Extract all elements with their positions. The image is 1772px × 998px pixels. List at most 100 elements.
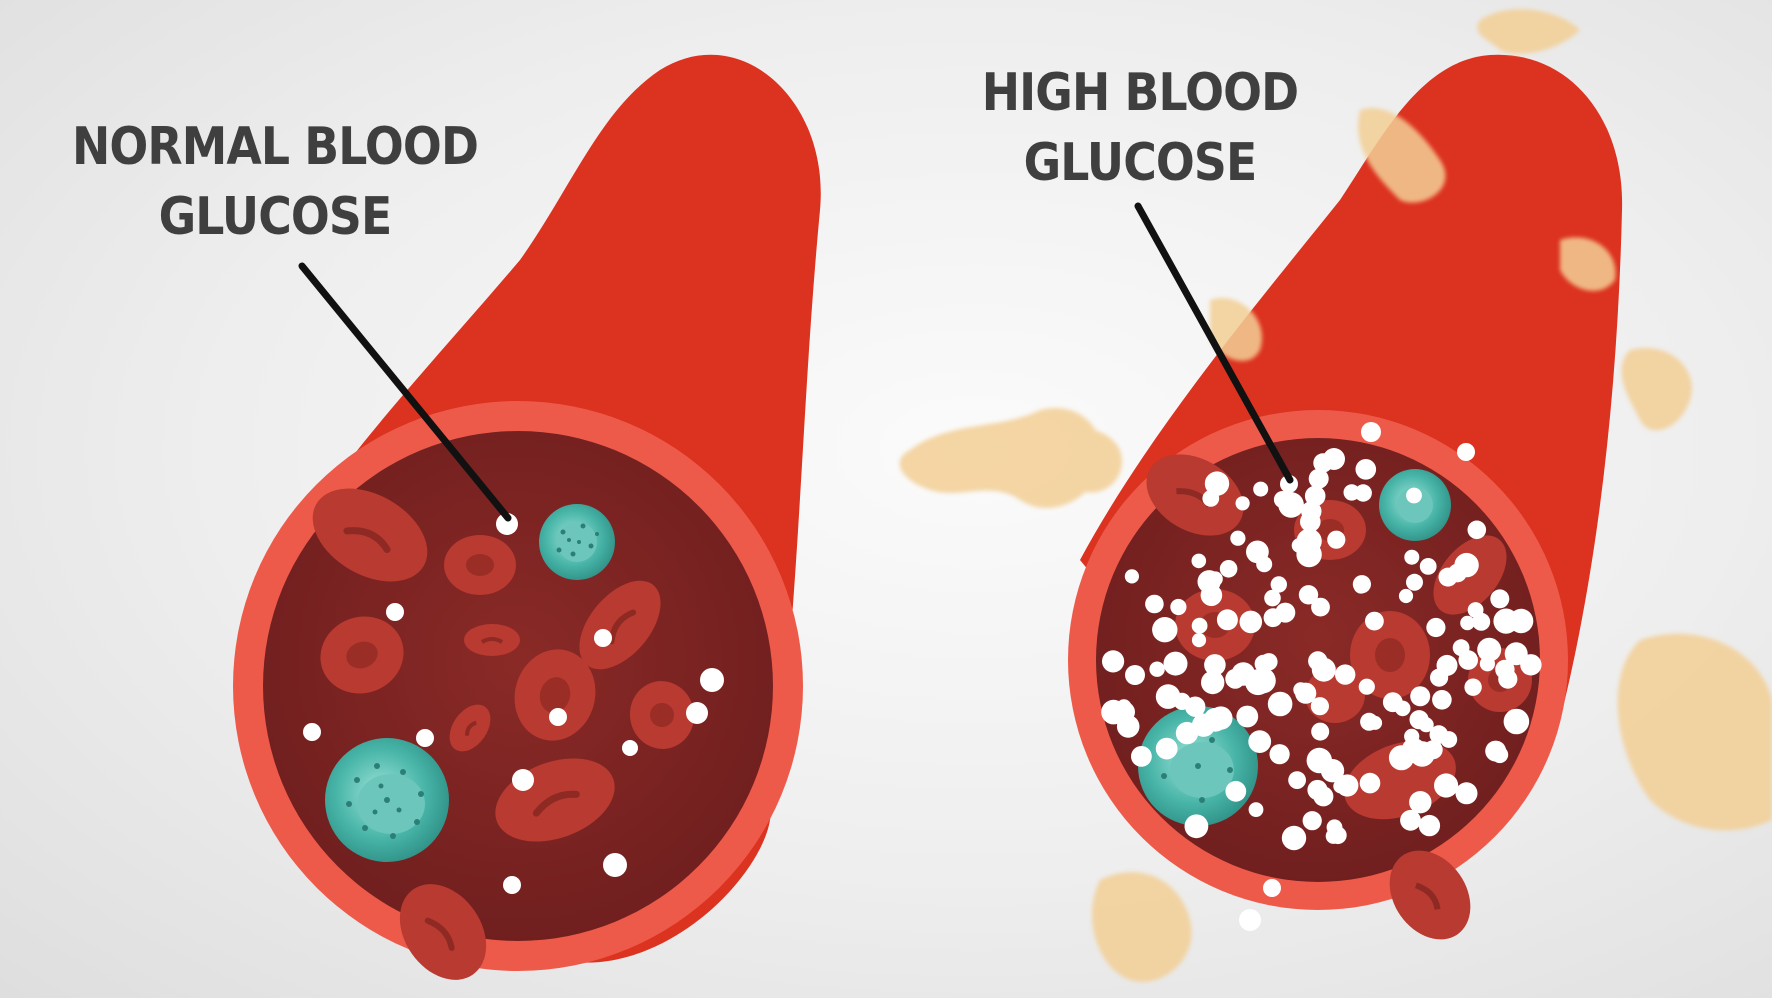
glucose-particle	[1246, 540, 1269, 564]
glucose-particle	[1191, 713, 1216, 737]
glucose-particle	[1458, 650, 1478, 670]
glucose-particle	[603, 853, 627, 877]
glucose-particle	[686, 702, 708, 724]
glucose-particle	[1164, 652, 1185, 673]
glucose-particle	[1434, 773, 1459, 798]
glucose-particle	[1493, 608, 1519, 634]
glucose-particle	[1520, 654, 1542, 676]
glucose-particle	[1355, 459, 1377, 480]
glucose-particle	[1308, 468, 1329, 489]
white-blood-cells-high	[1138, 469, 1451, 826]
glucose-particle	[1398, 588, 1414, 604]
glucose-particle	[1230, 530, 1246, 546]
glucose-particle	[1225, 780, 1247, 802]
glucose-particle	[1432, 690, 1452, 710]
glucose-particle	[1200, 584, 1223, 607]
glucose-particle	[1191, 553, 1207, 569]
glucose-particle	[503, 876, 521, 894]
glucose-particle	[1343, 484, 1360, 501]
pointer-line-high	[1134, 202, 1294, 484]
glucose-particle	[1409, 791, 1432, 814]
glucose-particle	[1365, 611, 1384, 631]
glucose-particle	[622, 740, 638, 756]
glucose-particle	[1404, 728, 1420, 745]
glucose-particle	[1263, 879, 1281, 897]
glucose-particle	[1361, 422, 1381, 442]
label-high-blood-glucose: HIGH BLOOD GLUCOSE	[973, 58, 1307, 198]
glucose-particle	[303, 723, 321, 741]
glucose-particle	[496, 513, 518, 535]
glucose-particle	[386, 603, 404, 621]
glucose-particle	[1219, 560, 1238, 578]
glucose-particle	[1359, 772, 1381, 794]
label-normal-line1: NORMAL BLOOD	[71, 117, 479, 177]
glucose-particle	[1440, 731, 1458, 748]
glucose-particle	[1239, 909, 1261, 931]
glucose-particle	[1467, 520, 1487, 540]
label-high-line1: HIGH BLOOD	[981, 63, 1299, 123]
glucose-particle	[1216, 609, 1238, 631]
glucose-particle	[1254, 654, 1273, 673]
glucose-particle	[1329, 826, 1347, 845]
plaque-deposits	[899, 9, 1772, 982]
glucose-particle	[1400, 809, 1421, 831]
glucose-particle	[1491, 746, 1509, 764]
glucose-particle	[1333, 779, 1348, 794]
glucose-particle	[1503, 708, 1530, 735]
glucose-particle	[1116, 699, 1132, 715]
glucose-particle	[1116, 715, 1140, 738]
glucose-particle	[1394, 700, 1411, 717]
glucose-particle	[1464, 678, 1482, 696]
glucose-particle	[1426, 617, 1446, 638]
glucose-particle	[1436, 654, 1458, 676]
glucose-particle	[1185, 696, 1206, 717]
glucose-particle	[1418, 814, 1441, 837]
glucose-particle	[1264, 589, 1281, 607]
label-normal-blood-glucose: NORMAL BLOOD GLUCOSE	[68, 112, 482, 252]
glucose-particle	[1335, 664, 1356, 685]
glucose-particle	[1149, 661, 1165, 677]
glucose-particle	[1131, 746, 1152, 767]
glucose-particle	[1308, 651, 1328, 671]
glucose-particle	[1490, 589, 1510, 609]
glucose-particle	[1235, 496, 1250, 511]
glucose-particle	[1388, 745, 1414, 771]
glucose-particles-high	[1101, 422, 1542, 931]
glucose-particle	[1406, 487, 1422, 504]
glucose-particle	[1155, 737, 1178, 760]
glucose-particle	[1225, 668, 1246, 689]
glucose-particle	[1323, 448, 1345, 470]
glucose-particle	[1239, 610, 1263, 634]
white-blood-cells-normal	[325, 504, 615, 862]
glucose-particle	[1419, 558, 1437, 575]
glucose-particle	[1293, 682, 1309, 698]
glucose-particle	[1467, 602, 1484, 618]
glucose-particle	[1184, 814, 1209, 839]
glucose-particle	[1301, 501, 1322, 522]
red-blood-cells-normal	[312, 488, 695, 980]
glucose-particle	[1155, 684, 1181, 709]
glucose-particle	[1479, 656, 1495, 672]
glucose-particle	[1204, 471, 1230, 496]
glucose-particle	[1201, 670, 1225, 695]
glucose-particle	[1278, 492, 1304, 518]
pointer-line-normal	[298, 262, 512, 522]
glucose-particle	[1352, 575, 1371, 594]
glucose-particle	[1404, 549, 1420, 565]
glucose-particle	[1358, 678, 1375, 695]
glucose-particle	[1207, 571, 1223, 587]
glucose-particle	[1267, 691, 1293, 717]
glucose-particle	[1248, 730, 1272, 753]
glucose-particle	[1191, 633, 1207, 648]
glucose-particle	[1406, 573, 1423, 591]
glucose-particle	[1311, 597, 1330, 617]
glucose-particle	[1327, 530, 1346, 549]
glucose-particle	[1236, 705, 1259, 728]
glucose-particle	[1204, 654, 1226, 676]
glucose-particle	[1298, 585, 1319, 605]
glucose-particle	[1263, 608, 1283, 628]
glucose-particle	[700, 668, 724, 692]
glucose-particle	[1280, 475, 1298, 493]
label-high-line2: GLUCOSE	[1023, 133, 1258, 193]
